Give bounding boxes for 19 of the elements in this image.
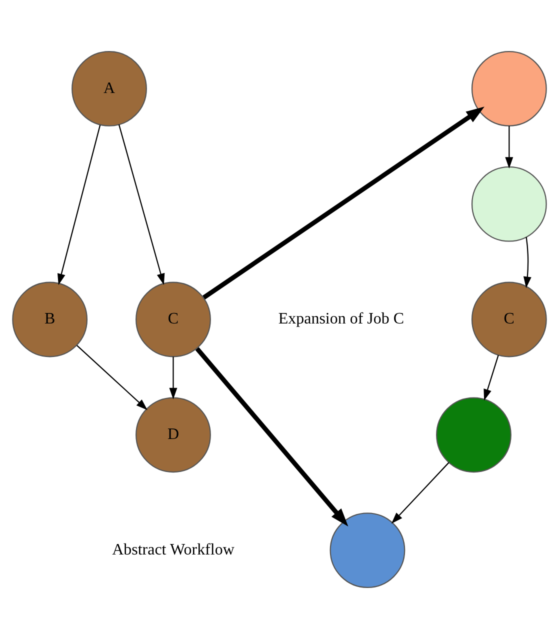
node-circle: C bbox=[136, 281, 211, 357]
label: Expansion of Job C bbox=[278, 310, 404, 328]
node-circle bbox=[436, 396, 512, 472]
node-circle: C bbox=[471, 281, 547, 357]
arrow bbox=[484, 354, 499, 400]
arrow bbox=[202, 106, 484, 299]
arrow bbox=[169, 356, 178, 399]
arrow bbox=[523, 236, 532, 288]
label: Abstract Workflow bbox=[112, 541, 234, 558]
node-circle: B bbox=[12, 281, 88, 357]
arrow bbox=[505, 125, 514, 168]
arrow bbox=[118, 124, 165, 284]
arrow bbox=[76, 344, 148, 410]
node-circle bbox=[471, 166, 547, 242]
node-circle: A bbox=[72, 50, 147, 126]
arrow bbox=[195, 346, 348, 526]
node-circle bbox=[471, 50, 547, 126]
arrow bbox=[57, 124, 101, 285]
arrow bbox=[391, 462, 450, 524]
